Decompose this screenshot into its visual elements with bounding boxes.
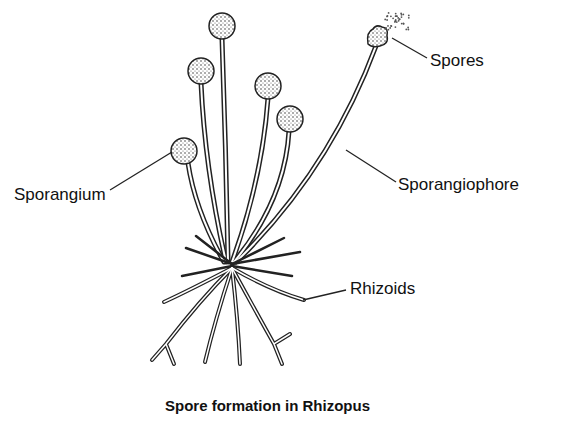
spore-dot (387, 15, 389, 17)
spores-label: Spores (430, 52, 484, 71)
spore-dot (395, 20, 397, 22)
spore-dot (395, 15, 397, 17)
figure-caption: Spore formation in Rhizopus (165, 398, 370, 415)
rhizoid-outline (152, 268, 304, 364)
released-spores (384, 12, 409, 31)
spore-dot (395, 13, 397, 15)
spore-dot (386, 19, 388, 21)
spore-dot (388, 12, 390, 14)
sporangium-label: Sporangium (14, 186, 106, 205)
sporangium-heads (171, 13, 303, 164)
spore-dot (390, 15, 392, 17)
sporangiophore-inner (188, 38, 376, 262)
spore-dot (391, 25, 393, 27)
sporangiophore-outline (188, 38, 376, 262)
spore-dot (392, 17, 394, 19)
spore-dot (408, 29, 410, 31)
spore-dot (403, 23, 405, 25)
sporangiophore-label: Sporangiophore (398, 176, 519, 195)
stolon-lines (182, 236, 300, 276)
spore-dot (401, 23, 403, 25)
spore-dot (390, 25, 392, 27)
spore-dot (385, 27, 387, 29)
spore-dot (398, 20, 400, 22)
spore-dot (389, 27, 391, 29)
spore-dot (403, 23, 405, 25)
spore-dot (399, 18, 401, 20)
spore-dot (395, 15, 397, 17)
spore-dot (385, 28, 387, 30)
burst-sporangium (368, 26, 388, 47)
leader-lines (110, 38, 427, 300)
spore-dot (395, 19, 397, 21)
spore-dot (407, 27, 409, 29)
spore-dot (395, 26, 397, 28)
spore-dot (388, 29, 390, 31)
spore-dot (405, 29, 407, 31)
spore-dot (402, 14, 404, 16)
spore-dot (408, 15, 410, 17)
rhizoid-inner (152, 268, 304, 364)
spore-dot (394, 21, 396, 23)
spore-dot (401, 16, 403, 18)
spore-dot (396, 15, 398, 17)
spore-dot (386, 16, 388, 18)
spore-dot (408, 17, 410, 19)
spore-dot (387, 25, 389, 27)
spore-dot (401, 14, 403, 16)
spore-dot (397, 17, 399, 19)
rhizoids-label: Rhizoids (350, 280, 415, 299)
spore-dot (384, 19, 386, 21)
